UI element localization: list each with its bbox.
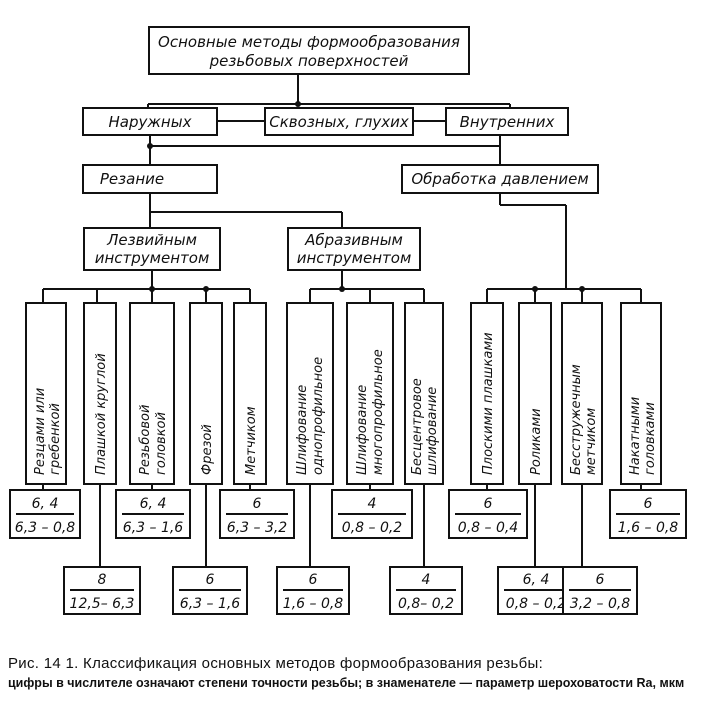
value-box: 6 3,2 – 0,8: [562, 566, 638, 615]
value-numerator: 6, 4: [32, 496, 59, 512]
value-box: 6 1,6 – 0,8: [609, 489, 687, 539]
type-through-label: Сквозных, глухих: [269, 113, 409, 131]
leaf-label-line2: головкой: [154, 412, 169, 475]
value-numerator: 6: [596, 572, 605, 588]
value-denominator: 1,6 – 0,8: [618, 520, 679, 536]
caption-note: цифры в числителе означают степени точно…: [8, 676, 685, 690]
leaf-label-line1: Резьбовой: [138, 405, 153, 475]
value-box: 4 0,8 – 0,2: [331, 489, 413, 539]
leaf-label-line1: Шлифование: [295, 385, 310, 475]
value-box: 6 0,8 – 0,4: [448, 489, 528, 539]
value-box: 6, 4 6,3 – 0,8: [9, 489, 81, 539]
value-numerator: 6: [484, 496, 493, 512]
leaf-label-line1: Бесстружечным: [569, 364, 584, 475]
value-numerator: 6: [644, 496, 653, 512]
leaf-node: Бесцентровое шлифование: [404, 302, 444, 485]
leaf-node: Метчиком: [233, 302, 267, 485]
value-denominator: 0,8 – 0,2: [506, 596, 567, 612]
leaf-label-line2: многопрофильное: [371, 349, 386, 475]
leaf-node: Плашкой круглой: [83, 302, 117, 485]
value-numerator: 4: [422, 572, 431, 588]
leaf-node: Фрезой: [189, 302, 223, 485]
value-numerator: 4: [368, 496, 377, 512]
value-numerator: 6, 4: [140, 496, 167, 512]
value-denominator: 6,3 – 1,6: [180, 596, 241, 612]
leaf-label-line1: Шлифование: [355, 385, 370, 475]
value-denominator: 3,2 – 0,8: [570, 596, 631, 612]
leaf-label-line1: Резцами или: [33, 388, 48, 475]
connectors: [42, 74, 642, 567]
value-denominator: 6,3 – 3,2: [227, 520, 288, 536]
value-denominator: 12,5– 6,3: [70, 596, 135, 612]
leaf-node: Резьбовой головкой: [129, 302, 175, 485]
caption-title: Рис. 14 1. Классификация основных методо…: [8, 655, 544, 672]
leaf-node: Резцами или гребенкой: [25, 302, 67, 485]
type-outer-label: Наружных: [109, 113, 192, 131]
value-box: 6, 4 6,3 – 1,6: [115, 489, 191, 539]
method-pressure-label: Обработка давлением: [411, 170, 588, 188]
value-numerator: 6: [253, 496, 262, 512]
leaf-node: Бесстружечным метчиком: [561, 302, 603, 485]
value-denominator: 0,8– 0,2: [398, 596, 454, 612]
value-denominator: 0,8 – 0,4: [458, 520, 518, 536]
leaf-node: Плоскими плашками: [470, 302, 504, 485]
classification-diagram: Основные методы формообразования резьбов…: [9, 26, 687, 615]
leaf-label-line1: Фрезой: [200, 424, 215, 475]
leaf-label-line2: гребенкой: [48, 403, 63, 475]
tool-node-blade: Лезвийным инструментом: [83, 227, 221, 271]
leaf-label-line1: Метчиком: [244, 406, 259, 475]
leaf-label-line1: Накатными: [628, 397, 643, 475]
leaf-node: Шлифование многопрофильное: [346, 302, 394, 485]
value-denominator: 1,6 – 0,8: [283, 596, 344, 612]
value-denominator: 6,3 – 1,6: [123, 520, 184, 536]
leaf-label-line1: Бесцентровое: [410, 378, 425, 475]
method-cutting-label: Резание: [100, 170, 164, 188]
tool-blade-line2: инструментом: [95, 249, 210, 267]
value-box: 6 1,6 – 0,8: [276, 566, 350, 615]
leaf-label-line1: Роликами: [529, 408, 544, 475]
root-line2: резьбовых поверхностей: [209, 52, 409, 70]
junction-dots: [147, 101, 585, 292]
value-box: 6 6,3 – 1,6: [172, 566, 248, 615]
root-node: Основные методы формообразования резьбов…: [148, 26, 470, 75]
leaf-label-line1: Плоскими плашками: [481, 332, 496, 475]
type-node-inner: Внутренних: [445, 107, 569, 136]
value-box: 4 0,8– 0,2: [389, 566, 463, 615]
value-numerator: 8: [98, 572, 107, 588]
leaf-node: Роликами: [518, 302, 552, 485]
value-denominator: 6,3 – 0,8: [15, 520, 76, 536]
tool-abrasive-line1: Абразивным: [304, 231, 403, 249]
value-box: 6, 4 0,8 – 0,2: [497, 566, 575, 615]
leaf-label-line2: шлифование: [425, 387, 440, 475]
leaf-label-line2: головками: [643, 402, 658, 475]
value-numerator: 6: [206, 572, 215, 588]
leaf-node: Накатными головками: [620, 302, 662, 485]
value-box: 8 12,5– 6,3: [63, 566, 141, 615]
root-line1: Основные методы формообразования: [158, 33, 460, 51]
method-node-cutting: Резание: [82, 164, 218, 194]
type-inner-label: Внутренних: [460, 113, 555, 131]
leaf-label-line2: однопрофильное: [311, 357, 326, 475]
type-node-through: Сквозных, глухих: [264, 107, 414, 136]
type-node-outer: Наружных: [82, 107, 218, 136]
method-node-pressure: Обработка давлением: [401, 164, 599, 194]
leaf-label-line2: метчиком: [584, 408, 599, 475]
tool-blade-line1: Лезвийным: [106, 231, 197, 249]
tool-node-abrasive: Абразивным инструментом: [287, 227, 421, 271]
value-denominator: 0,8 – 0,2: [342, 520, 403, 536]
leaf-node: Шлифование однопрофильное: [286, 302, 334, 485]
value-numerator: 6: [309, 572, 318, 588]
figure-caption: Рис. 14 1. Классификация основных методо…: [8, 655, 698, 690]
value-numerator: 6, 4: [523, 572, 550, 588]
value-box: 6 6,3 – 3,2: [219, 489, 295, 539]
tool-abrasive-line2: инструментом: [297, 249, 412, 267]
leaf-label-line1: Плашкой круглой: [94, 353, 109, 475]
